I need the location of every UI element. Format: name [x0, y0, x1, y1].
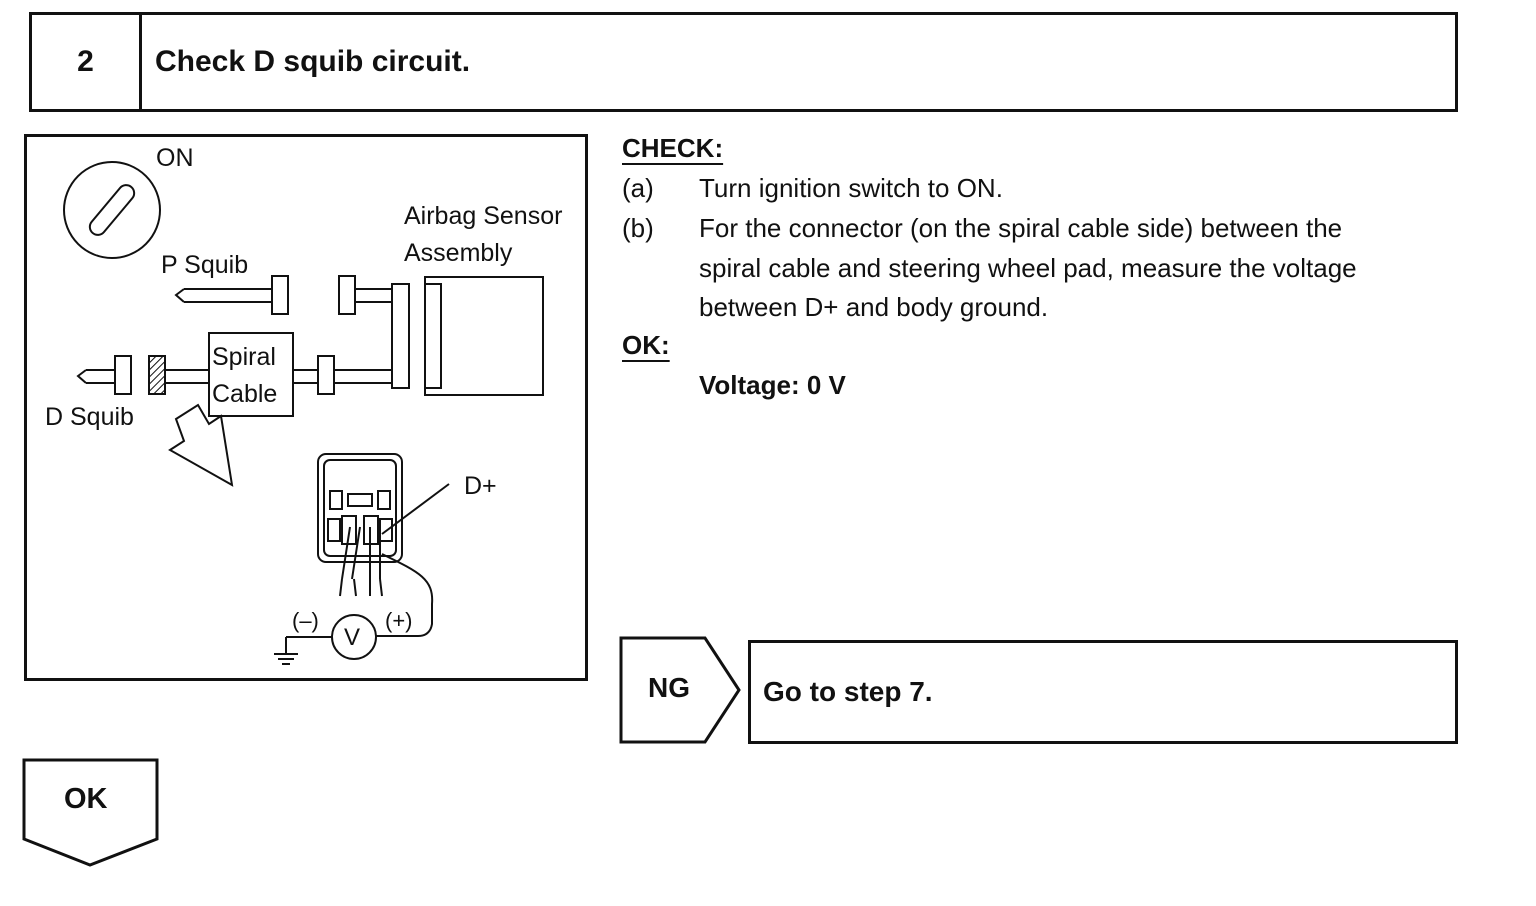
positive-probe-lead	[376, 553, 434, 637]
spiral-cable-box	[208, 332, 294, 417]
ok-spec-value: Voltage: 0 V	[699, 370, 846, 400]
ng-action-box	[748, 640, 1458, 744]
label-spiral: Spiral	[212, 343, 276, 371]
ground-icon	[274, 636, 332, 665]
check-heading: CHECK:	[622, 133, 724, 163]
ignition-switch-icon	[63, 161, 161, 259]
airbag-sensor-assembly	[424, 276, 544, 396]
label-on: ON	[156, 144, 194, 172]
wiring-diagram-frame	[24, 134, 588, 681]
label-minus: (–)	[292, 608, 319, 633]
sensor-side-connector	[338, 275, 410, 389]
label-plus: (+)	[385, 608, 413, 633]
step-header	[29, 12, 1458, 112]
spiral-to-sensor-wiring	[293, 355, 392, 395]
arrow-down-right-icon	[168, 403, 234, 487]
check-item-a-text: Turn ignition switch to ON.	[699, 173, 1003, 203]
check-item-b-line-3: between D+ and body ground.	[699, 292, 1049, 322]
p-squib-connector	[174, 275, 289, 315]
label-p-squib: P Squib	[161, 251, 249, 279]
label-d-plus: D+	[464, 472, 497, 500]
check-item-b-line-1: For the connector (on the spiral cable s…	[699, 213, 1343, 243]
d-squib-connector	[76, 355, 209, 395]
step-header-divider	[139, 12, 142, 112]
check-item-a-marker: (a)	[622, 173, 654, 203]
ng-label: NG	[648, 672, 690, 703]
step-number: 2	[77, 45, 94, 78]
step-title: Check D squib circuit.	[155, 45, 471, 78]
label-voltmeter: V	[344, 624, 361, 651]
ng-action-text: Go to step 7.	[763, 676, 933, 707]
label-airbag-sensor-2: Assembly	[404, 239, 513, 267]
connector-closeup	[317, 453, 403, 597]
ng-arrow-box	[619, 636, 741, 744]
wiring-diagram	[63, 161, 544, 665]
ok-arrow-box	[22, 758, 159, 867]
check-item-b-marker: (b)	[622, 213, 654, 243]
ok-result-label: OK	[64, 783, 108, 815]
check-item-b-line-2: spiral cable and steering wheel pad, mea…	[699, 253, 1357, 283]
label-d-squib: D Squib	[45, 403, 134, 431]
ok-spec-heading: OK:	[622, 330, 670, 360]
label-airbag-sensor-1: Airbag Sensor	[404, 202, 563, 230]
d-plus-leader	[381, 483, 450, 535]
label-cable: Cable	[212, 380, 278, 408]
